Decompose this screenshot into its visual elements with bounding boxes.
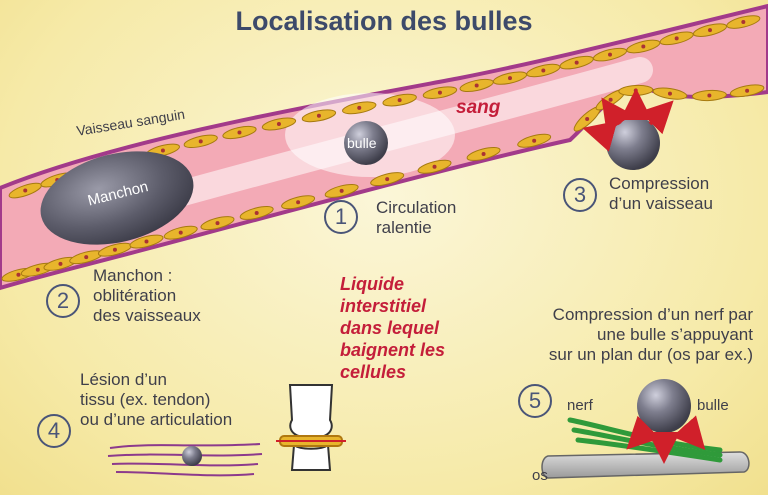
step-3-number: 3 xyxy=(563,178,597,212)
cell-nucleus xyxy=(160,148,165,153)
tendon-bubble xyxy=(182,446,202,466)
cell-nucleus xyxy=(633,88,638,93)
pressure-arrows-nerve xyxy=(626,415,706,464)
cell-nucleus xyxy=(541,68,546,73)
cell-nucleus xyxy=(508,76,512,81)
cell-nucleus xyxy=(608,52,612,57)
cell-nucleus xyxy=(215,221,220,226)
cell-nucleus xyxy=(198,139,203,144)
cell-nucleus xyxy=(667,91,672,96)
cell-nucleus xyxy=(708,28,712,33)
bone-label: os xyxy=(532,467,548,484)
cell-nucleus xyxy=(474,83,479,88)
cell-nucleus xyxy=(178,230,183,235)
cell-nucleus xyxy=(674,36,679,41)
cell-nucleus xyxy=(608,97,613,102)
interstitial-label: Liquide interstitiel dans lequel baignen… xyxy=(340,274,446,382)
cell-nucleus xyxy=(16,272,21,277)
cell-nucleus xyxy=(276,121,281,126)
cell-nucleus xyxy=(745,88,750,93)
sleeve-shape xyxy=(40,151,194,245)
cell-nucleus xyxy=(144,239,149,244)
nerve-bubble xyxy=(637,379,691,433)
cell-nucleus xyxy=(35,267,40,272)
cell-nucleus xyxy=(357,105,362,110)
nerve-label: nerf xyxy=(567,397,593,414)
cell-nucleus xyxy=(741,20,746,25)
bubble2-label: bulle xyxy=(697,397,729,414)
cell-nucleus xyxy=(532,138,537,143)
cell-nucleus xyxy=(84,255,89,260)
cell-nucleus xyxy=(316,113,321,118)
cell-nucleus xyxy=(432,164,437,169)
bubble-label: bulle xyxy=(347,135,377,151)
cell-nucleus xyxy=(58,261,63,266)
cell-nucleus xyxy=(707,93,712,98)
cell-nucleus xyxy=(339,188,344,193)
cell-nucleus xyxy=(23,188,28,193)
step-4-number: 4 xyxy=(37,414,71,448)
step-5-number: 5 xyxy=(518,384,552,418)
cell-nucleus xyxy=(641,44,646,49)
cell-nucleus xyxy=(254,210,259,215)
cell-nucleus xyxy=(397,98,402,103)
step-2-number: 2 xyxy=(46,284,80,318)
blood-label: sang xyxy=(456,97,501,118)
cell-nucleus xyxy=(574,60,579,65)
page-title: Localisation des bulles xyxy=(235,6,533,36)
cell-nucleus xyxy=(385,177,390,182)
cell-nucleus xyxy=(237,130,242,135)
cell-nucleus xyxy=(112,247,117,252)
cell-nucleus xyxy=(481,151,486,156)
bubble-in-vessel xyxy=(344,121,388,165)
cell-nucleus xyxy=(585,116,590,121)
cell-nucleus xyxy=(296,200,301,205)
cell-nucleus xyxy=(437,90,442,95)
knee-joint-icon xyxy=(276,384,346,471)
pressure-arrows-vessel xyxy=(582,88,674,152)
tendon-fibres xyxy=(107,443,263,477)
step-1-number: 1 xyxy=(324,200,358,234)
